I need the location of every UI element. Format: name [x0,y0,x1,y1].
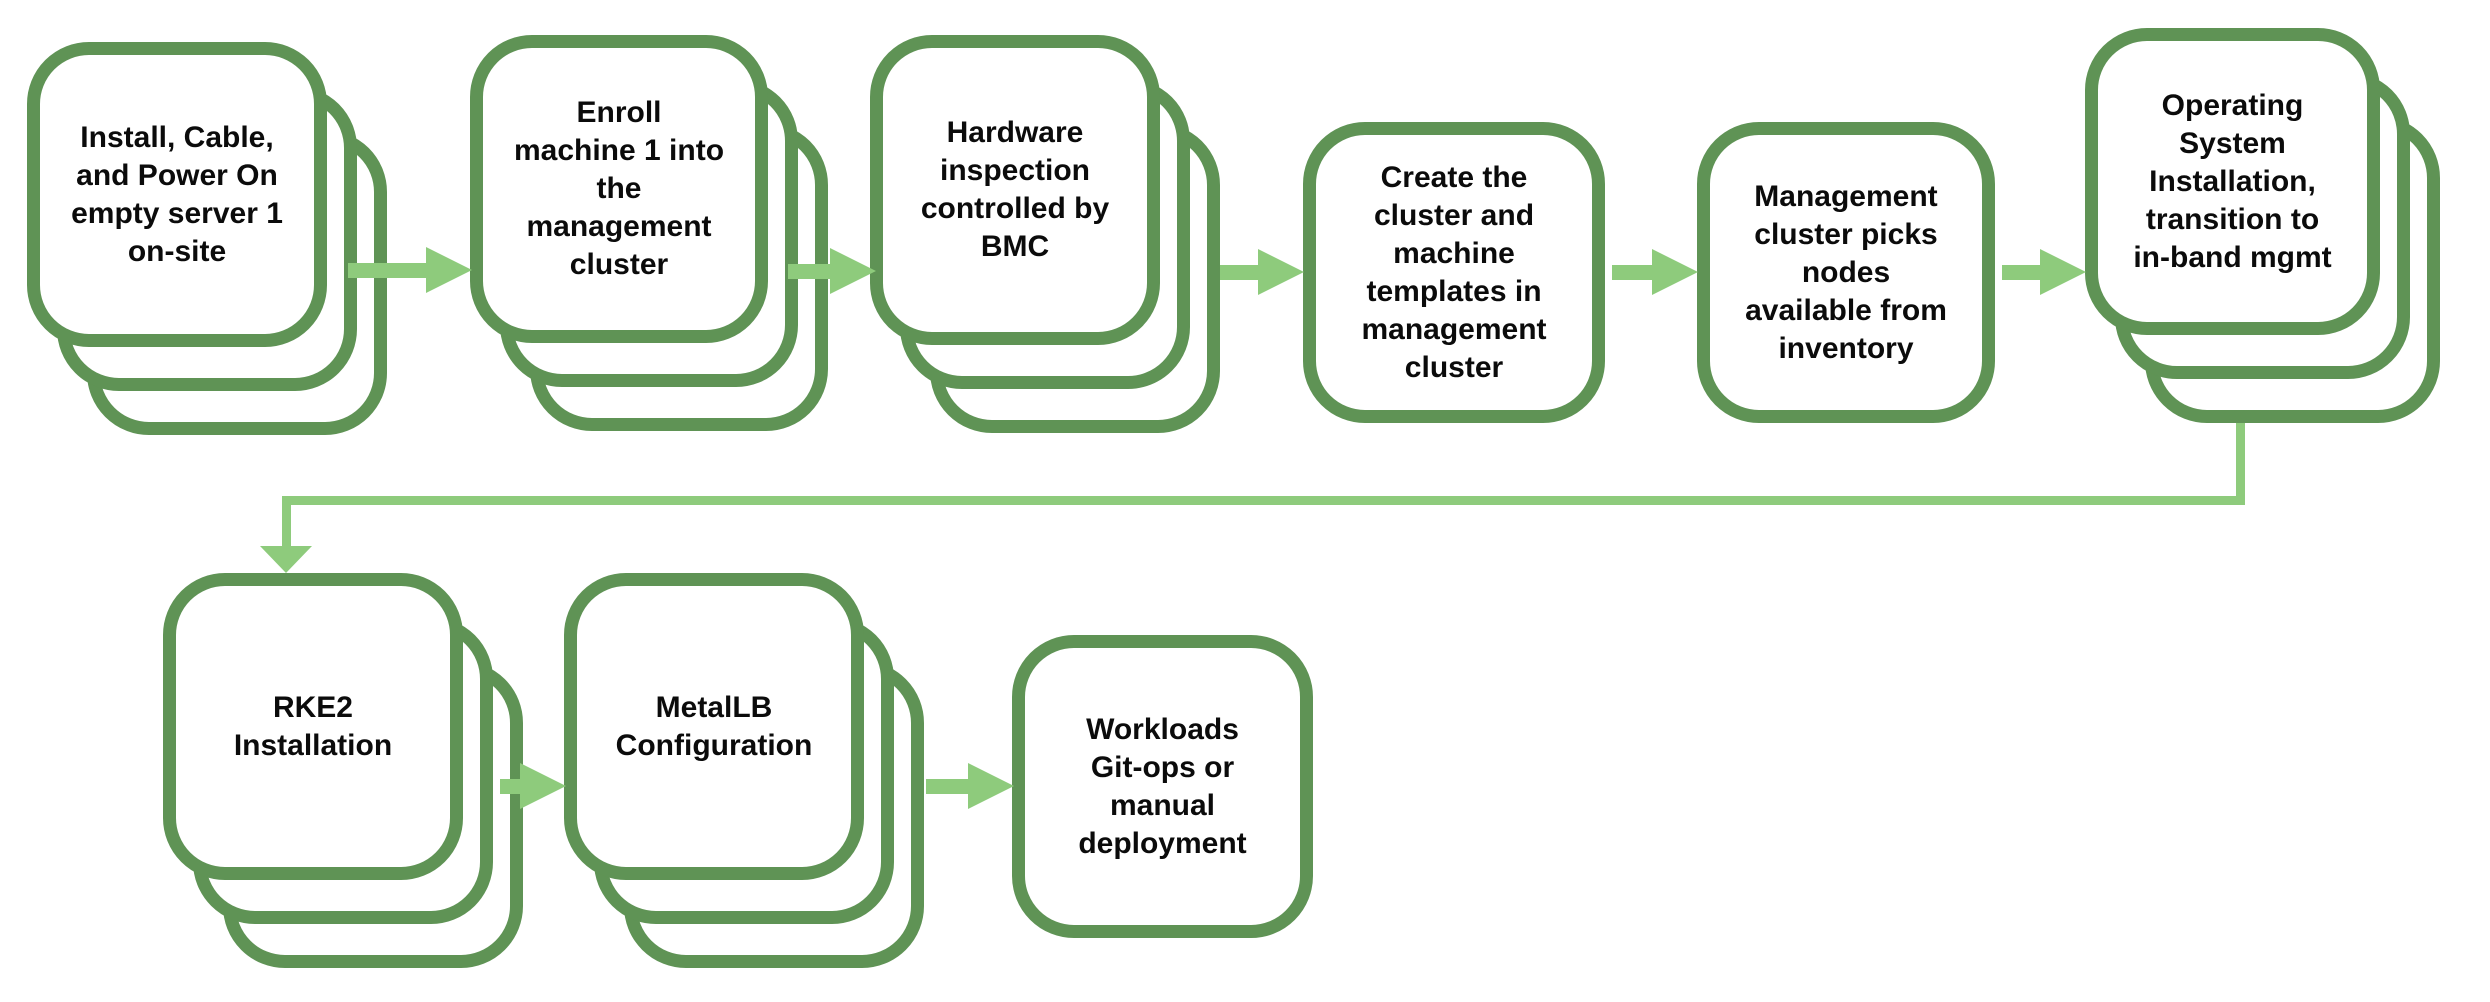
node-label: Install, Cable, and Power On empty serve… [71,120,283,268]
arrow-shaft [2002,265,2040,280]
node-layer-front: Create the cluster and machine templates… [1303,122,1605,423]
node-layer-front: Enroll machine 1 into the management clu… [470,35,768,343]
node-label: Create the cluster and machine templates… [1361,160,1547,384]
node-os-install: Operating System Installation, transitio… [2085,28,2440,423]
node-label: RKE2 Installation [233,690,393,762]
node-pick-nodes: Management cluster picks nodes available… [1697,122,1995,423]
node-hardware-inspection: Hardware inspection controlled by BMC Ha… [870,35,1220,433]
arrowhead-icon [426,247,472,293]
arrow-shaft [788,264,830,279]
node-label: Operating System Installation, transitio… [2133,88,2332,274]
arrowhead-icon [2040,249,2086,295]
node-layer-front: Hardware inspection controlled by BMC [870,35,1160,345]
node-layer-front: Management cluster picks nodes available… [1697,122,1995,423]
arrowhead-icon [1652,249,1698,295]
node-workloads: Workloads Git-ops or manual deployment [1012,635,1313,938]
node-label: Hardware inspection controlled by BMC [920,116,1110,263]
node-layer-front: MetalLB Configuration [564,573,864,880]
node-label: MetalLB Configuration [615,690,813,762]
elbow-segment-down [2236,423,2245,500]
node-enroll: Enroll machine 1 into the management clu… [470,35,828,431]
node-label: Enroll machine 1 into the management clu… [513,96,725,281]
node-create-templates: Create the cluster and machine templates… [1303,122,1605,423]
node-layer-front: Install, Cable, and Power On empty serve… [27,42,327,347]
arrowhead-icon [830,248,876,294]
arrowhead-icon [968,763,1014,809]
arrow-shaft [1220,265,1258,280]
node-label: Management cluster picks nodes available… [1745,179,1947,365]
node-rke2: RKE2 Installation RKE2 Installation RKE2… [163,573,523,968]
arrow-shaft [1612,265,1652,280]
node-layer-front: Workloads Git-ops or manual deployment [1012,635,1313,938]
elbow-segment-drop [282,496,291,547]
arrowhead-icon [1258,249,1304,295]
node-layer-front: RKE2 Installation [163,573,463,880]
arrow-shaft [348,263,426,278]
arrowhead-icon [520,763,566,809]
arrow-shaft [500,779,520,794]
arrow-shaft [926,779,968,794]
elbow-segment-across [282,496,2245,505]
node-metallb: MetalLB Configuration MetalLB Configurat… [564,573,924,968]
node-layer-front: Operating System Installation, transitio… [2085,28,2380,335]
node-install: Install, Cable, and Power On empty serve… [27,42,387,435]
arrowhead-icon [260,546,312,573]
node-label: Workloads Git-ops or manual deployment [1078,712,1247,860]
